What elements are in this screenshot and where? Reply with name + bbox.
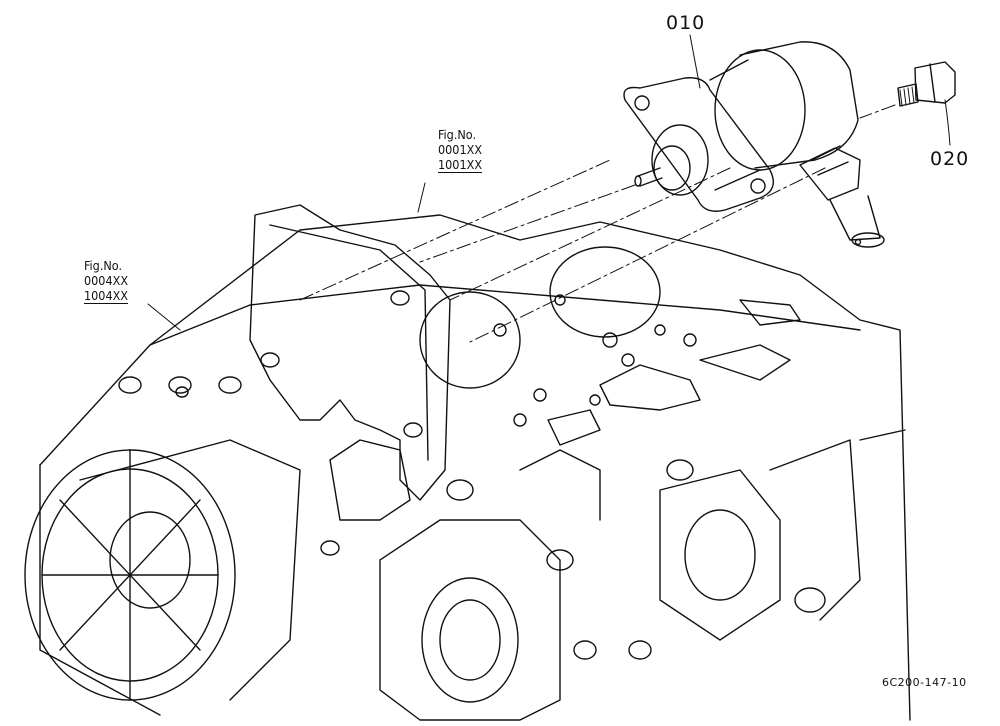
figure-reference-2: Fig.No. 0004XX 1004XX (84, 258, 129, 304)
part-number-020: 020 (930, 148, 970, 170)
figure-reference-code: 0001XX (438, 142, 483, 157)
figure-reference-title: Fig.No. (438, 127, 477, 142)
part-number-010: 010 (666, 12, 706, 34)
assembly-lines (299, 104, 896, 343)
figure-reference-code: 1001XX (438, 157, 483, 173)
part-010-solenoid (623, 34, 885, 248)
engine-block (24, 204, 911, 721)
part-020-bolt (897, 61, 956, 146)
drawing-code: 6C200-147-10 (882, 676, 967, 689)
figure-reference-title: Fig.No. (84, 258, 123, 273)
figure-reference-code: 0004XX (84, 273, 129, 288)
figure-reference-1: Fig.No. 0001XX 1001XX (438, 127, 483, 173)
figure-reference-code: 1004XX (84, 288, 129, 304)
figref-leaders (147, 182, 426, 331)
